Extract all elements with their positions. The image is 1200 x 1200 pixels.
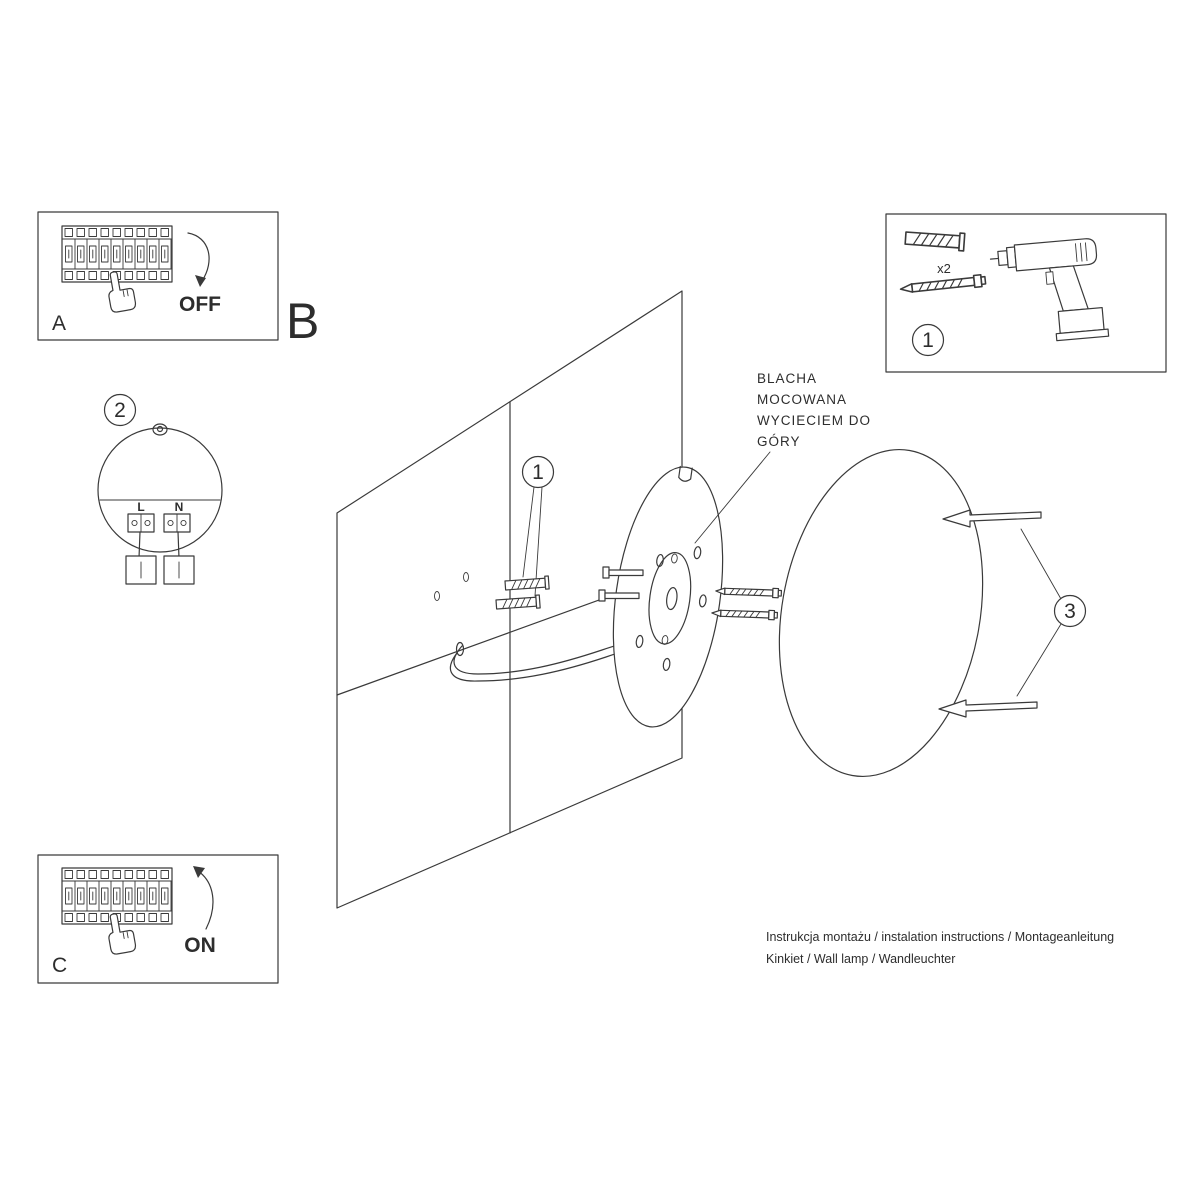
plate-note-line-1: BLACHA: [757, 371, 817, 386]
step-1-wall-circle: [521, 455, 555, 489]
leader-to-anchor-1: [522, 486, 535, 578]
footer: Instrukcja montażu / instalation instruc…: [766, 930, 1114, 966]
step-3-number: 3: [1064, 600, 1076, 623]
panel-c-border: [37, 854, 279, 984]
section-b-letter: B: [286, 293, 319, 349]
mounting-plate: [612, 465, 724, 728]
fixing-screw-1-icon: [715, 585, 783, 599]
rotate-on-arrow-icon: [193, 866, 214, 930]
terminal-l-label: L: [137, 500, 144, 514]
tools-box: x2 1: [885, 213, 1167, 373]
off-label: OFF: [179, 293, 221, 316]
hub-screw-bottom: [661, 635, 669, 645]
wire-l: [138, 531, 141, 559]
anchor-step: 1: [495, 455, 555, 612]
wiring-detail: 2 L N: [97, 393, 223, 585]
push-arrow-top-icon: [942, 509, 1042, 528]
step-3-circle: [1053, 594, 1087, 628]
terminal-block-l: [127, 513, 155, 533]
screw-icon: [899, 273, 987, 296]
step-1-tools-number: 1: [922, 329, 934, 352]
cable-exit-hole: [455, 641, 465, 657]
plate-note: BLACHA MOCOWANA WYCIECIEM DO GÓRY: [694, 371, 871, 544]
drill-hole-2: [463, 572, 469, 582]
wire-n: [177, 531, 180, 559]
step-2-number: 2: [114, 399, 126, 422]
lamp-base-outline: [97, 427, 223, 553]
step-1-wall-number: 1: [532, 461, 544, 484]
fixing-screw-2-icon: [711, 607, 779, 621]
lamp-cover-outline: [778, 448, 984, 778]
hub-screw-top: [671, 553, 678, 564]
plate-center-hole: [666, 587, 678, 611]
plate-note-leader: [694, 451, 771, 544]
plate-note-line-2: MOCOWANA: [757, 392, 847, 407]
step-2-circle: [103, 393, 137, 427]
wall-anchor-icon: [904, 228, 966, 252]
drill-icon: [989, 238, 1110, 342]
footer-line-2: Kinkiet / Wall lamp / Wandleuchter: [766, 952, 955, 966]
leader-to-arrow-bottom: [1016, 623, 1062, 697]
plate-note-line-3: WYCIECIEM DO: [757, 413, 871, 428]
drill-hole-1: [434, 591, 440, 601]
panel-a-border: [37, 211, 279, 341]
panel-c-letter: C: [52, 954, 67, 977]
power-off-panel: OFF A: [37, 211, 279, 341]
power-on-panel: ON C: [37, 854, 279, 984]
leader-to-anchor-2: [534, 486, 543, 597]
rotate-off-arrow-icon: [187, 232, 210, 287]
mounting-bracket-tabs: [125, 555, 195, 585]
tools-box-border: [885, 213, 1167, 373]
footer-line-1: Instrukcja montażu / instalation instruc…: [766, 930, 1114, 944]
terminal-n-label: N: [175, 500, 184, 514]
cable-gland-hole: [156, 425, 164, 433]
leader-to-arrow-top: [1020, 528, 1062, 600]
lamp-cover-step: 3: [778, 448, 1087, 778]
step-1-tools-circle: [911, 323, 945, 357]
anchor-quantity: x2: [937, 261, 951, 276]
panel-a-letter: A: [52, 312, 66, 335]
plate-outline: [612, 466, 724, 728]
on-label: ON: [184, 934, 216, 957]
plate-note-line-4: GÓRY: [757, 434, 801, 449]
plate-top-cutout: [678, 465, 693, 482]
cable-gland-icon: [152, 423, 168, 436]
terminal-block-n: [163, 513, 191, 533]
push-arrow-bottom-icon: [938, 699, 1038, 718]
